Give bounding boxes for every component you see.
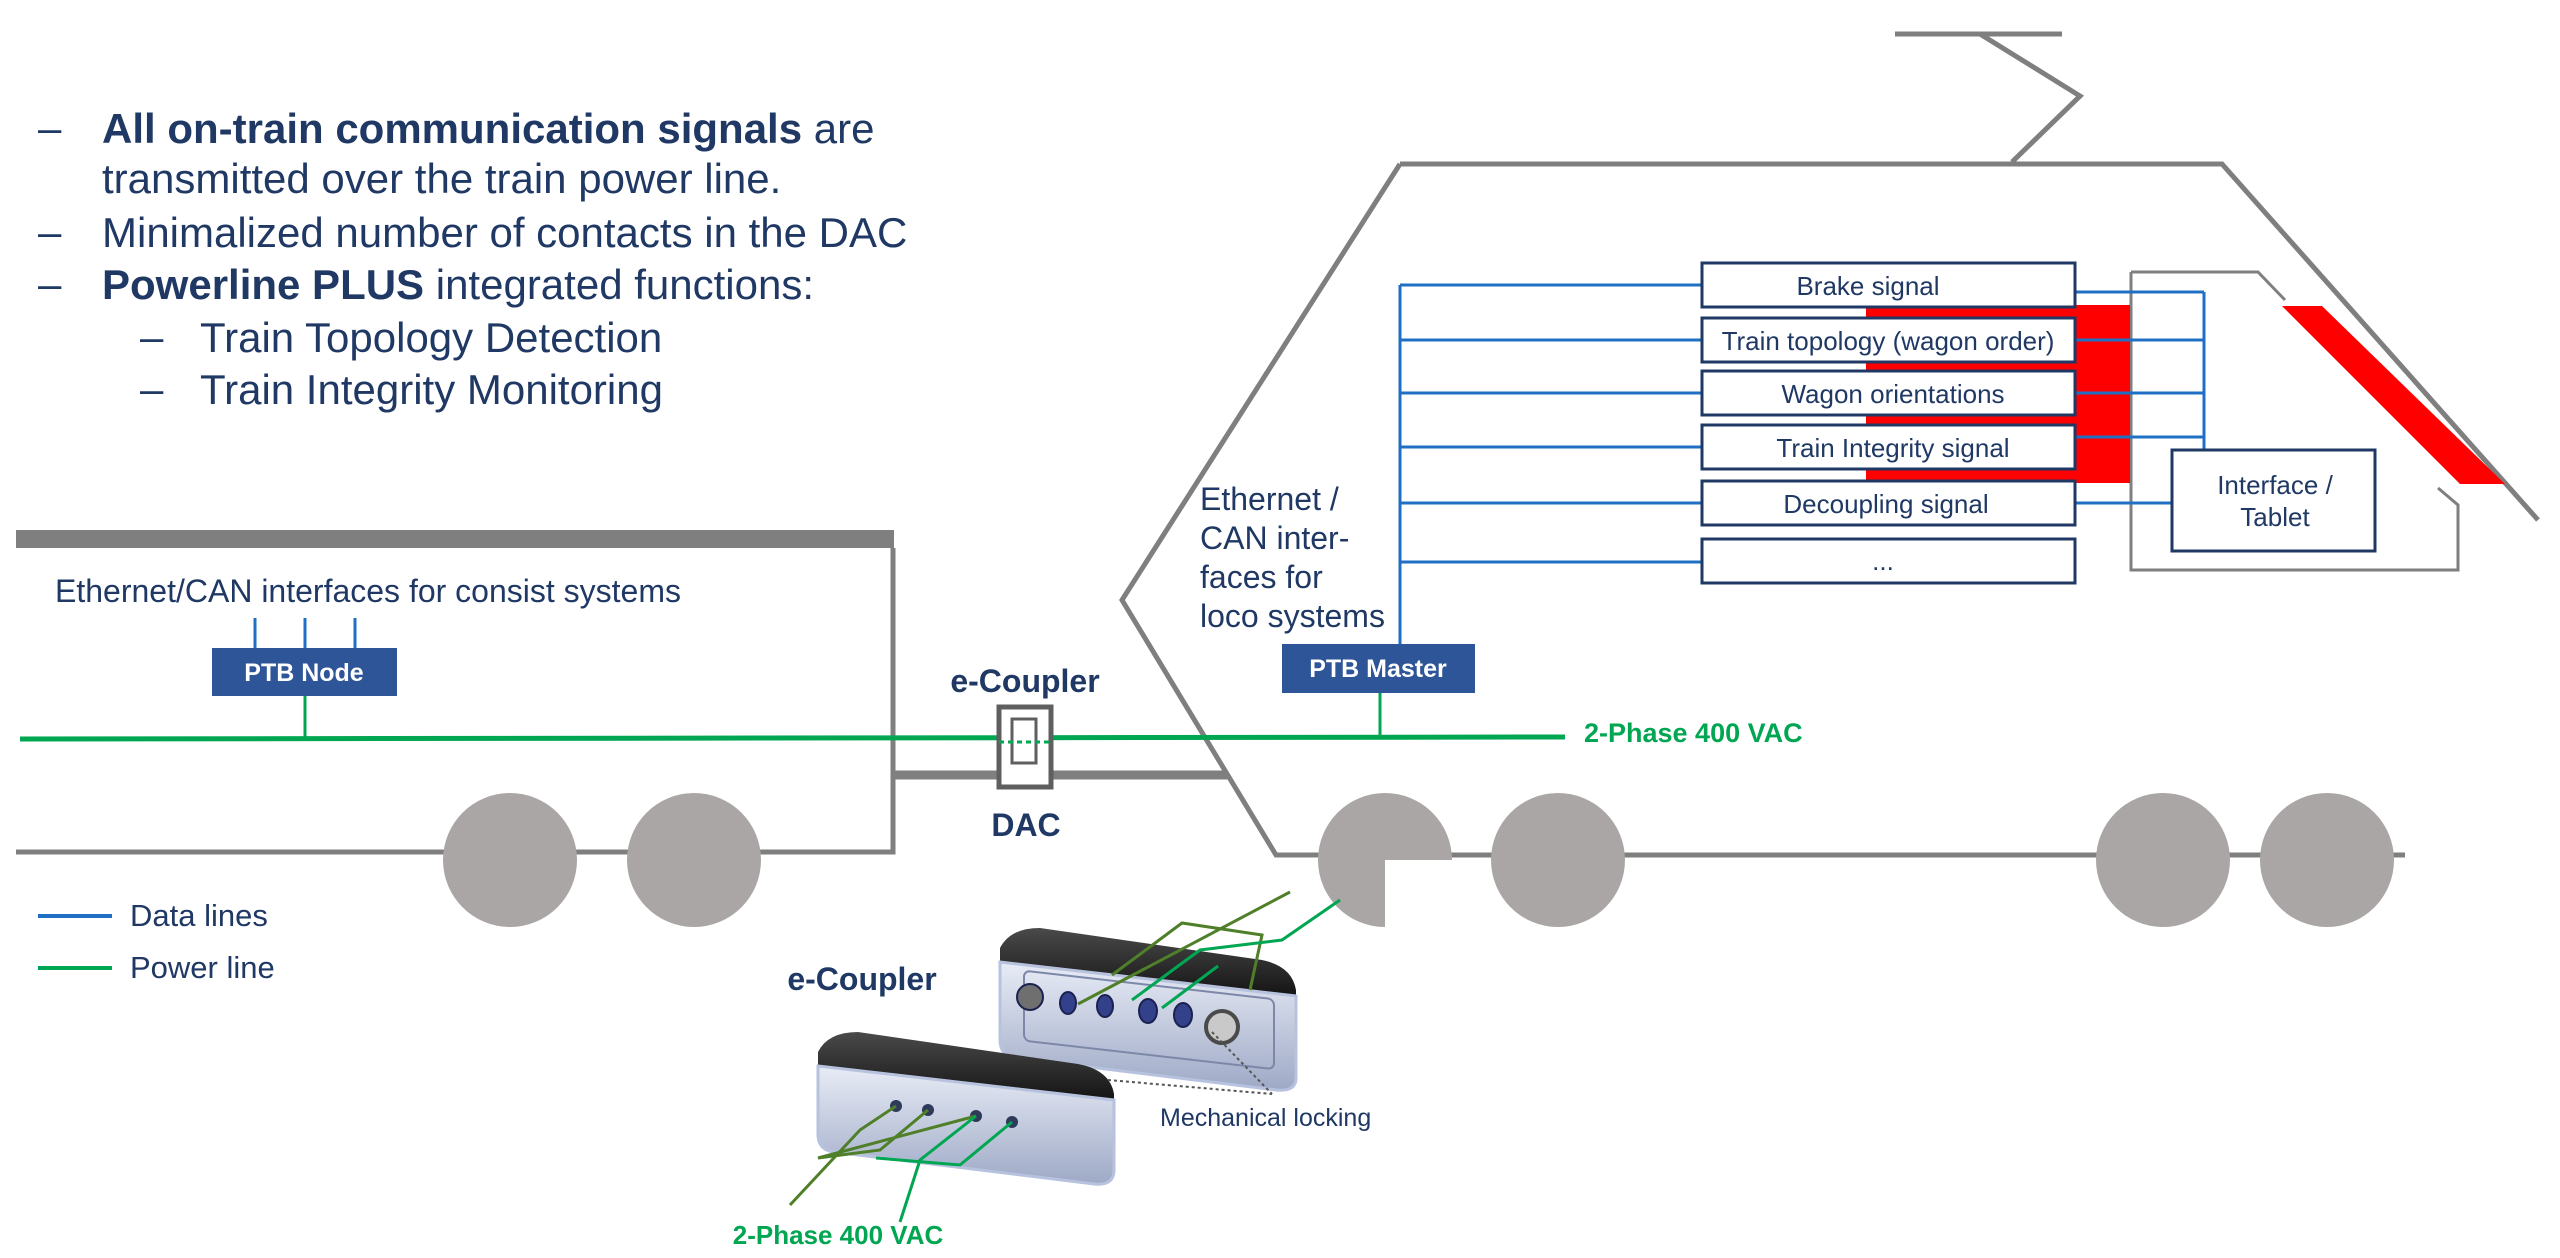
wheel	[1318, 793, 1452, 927]
legend-power-label: Power line	[130, 950, 275, 985]
legend-data-label: Data lines	[130, 898, 268, 933]
bullet-2: Minimalized number of contacts in the DA…	[102, 209, 908, 256]
power-line	[19, 734, 1566, 742]
ptb-node-box	[212, 648, 397, 696]
ptb-master-box	[1282, 644, 1475, 693]
wagon-interfaces-label: Ethernet/CAN interfaces for consist syst…	[55, 573, 681, 609]
loco-body	[1119, 161, 2540, 858]
bullet-3-rest: integrated functions:	[424, 261, 814, 308]
bullet-1-rest: are	[802, 105, 875, 152]
signal-box-group	[1700, 261, 2077, 585]
pantograph	[1895, 31, 2085, 164]
wheel	[1491, 793, 1625, 927]
interface-tablet-box	[2170, 448, 2377, 553]
sub-bullet-2: Train Integrity Monitoring	[200, 366, 663, 413]
loco-data-bus	[1398, 283, 2206, 644]
wheel	[443, 793, 577, 927]
photo-power-label: 2-Phase 400 VAC	[733, 1220, 944, 1250]
bullet-dash: –	[38, 104, 62, 151]
ptb-master-label: PTB Master	[1309, 655, 1447, 683]
loco-interfaces-line3: faces for	[1200, 559, 1323, 595]
dac-label: DAC	[991, 807, 1060, 843]
loco-windshield	[2282, 306, 2505, 484]
interface-tablet-line1: Interface /	[2217, 470, 2333, 500]
bullet-1-line2: transmitted over the train power line.	[102, 155, 782, 202]
ptb-node-label: PTB Node	[244, 659, 364, 687]
sub-bullet-dash: –	[140, 365, 164, 412]
cab-outline	[2129, 272, 2460, 572]
signal-integrity: Train Integrity signal	[1776, 433, 2009, 463]
bullet-3: Powerline PLUS integrated functions:	[102, 260, 814, 310]
dac-symbol	[996, 704, 1054, 790]
wheel	[627, 793, 761, 927]
signal-orientations: Wagon orientations	[1781, 379, 2004, 409]
bullet-dash: –	[38, 208, 62, 255]
photo-wiring	[788, 890, 1341, 1223]
bullet-3-bold: Powerline PLUS	[102, 261, 425, 308]
wheels	[443, 793, 2394, 927]
loco-interfaces-line4: loco systems	[1200, 598, 1385, 634]
sub-bullet-dash: –	[140, 313, 164, 360]
cab-outline	[2131, 270, 2287, 302]
sub-bullet-1: Train Topology Detection	[200, 314, 663, 361]
wheel	[2096, 793, 2230, 927]
bullet-1-bold: All on-train communication signals	[102, 105, 803, 152]
power-line-label: 2-Phase 400 VAC	[1584, 718, 1803, 748]
photo-coupler-title: e-Coupler	[787, 961, 936, 997]
loco-interfaces-line1: Ethernet /	[1200, 481, 1339, 517]
wheel	[2260, 793, 2394, 927]
legend: Data lines Power line	[38, 898, 275, 985]
bullet-1: All on-train communication signals are	[102, 104, 874, 154]
signal-brake: Brake signal	[1796, 271, 1939, 301]
mechanical-locking-label: Mechanical locking	[1160, 1104, 1371, 1132]
e-coupler-label: e-Coupler	[950, 663, 1099, 699]
loco-interfaces-line2: CAN inter-	[1200, 520, 1349, 556]
signal-decoupling: Decoupling signal	[1783, 489, 1988, 519]
signal-topology: Train topology (wagon order)	[1722, 326, 2055, 356]
interface-tablet-line2: Tablet	[2240, 502, 2310, 532]
wagon-body	[16, 530, 896, 855]
locking-leaders	[1107, 1031, 1273, 1095]
ptb-node-taps	[253, 618, 357, 648]
bullet-dash: –	[38, 260, 62, 307]
signal-more: ...	[1872, 546, 1894, 576]
